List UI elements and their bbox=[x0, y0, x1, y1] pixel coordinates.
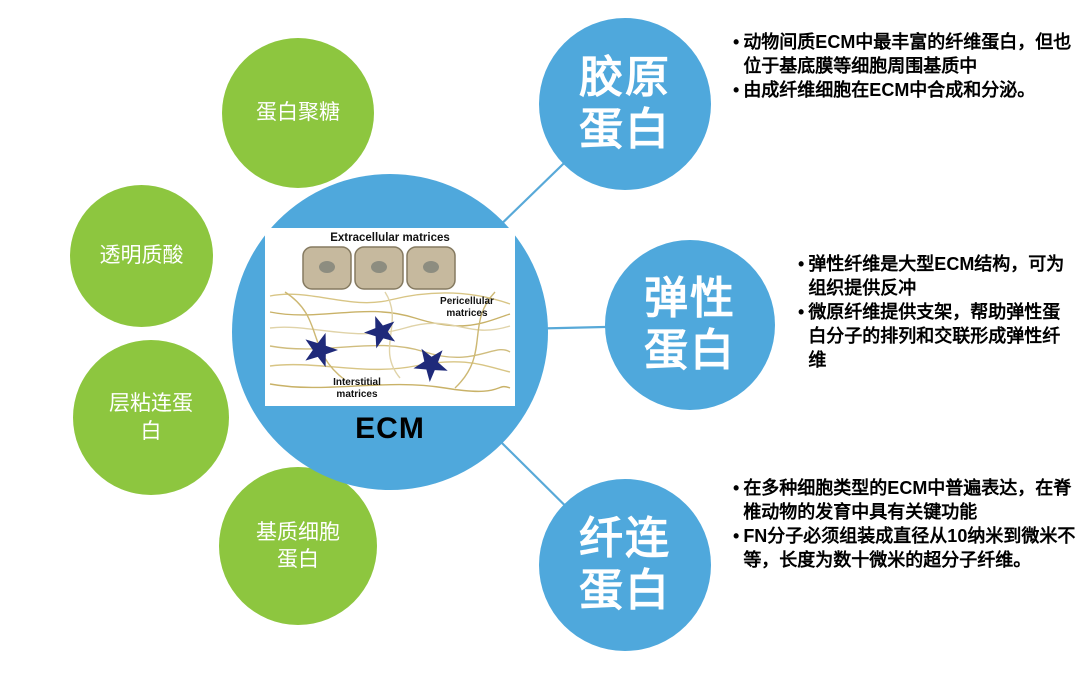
node-matricellular-protein-label: 基质细胞 蛋白 bbox=[256, 520, 340, 571]
collagen-note-1: • 动物间质ECM中最丰富的纤维蛋白，但也位于基底膜等细胞周围基质中 bbox=[733, 30, 1075, 78]
node-laminin-label: 层粘连蛋 白 bbox=[109, 392, 193, 443]
illustration-title: Extracellular matrices bbox=[330, 232, 450, 244]
fibronectin-note-1-text: 在多种细胞类型的ECM中普遍表达，在脊椎动物的发育中具有关键功能 bbox=[743, 478, 1072, 523]
node-hyaluronic-acid-label: 透明质酸 bbox=[99, 244, 184, 268]
bullet-icon: • bbox=[733, 80, 740, 101]
elastin-note-1-text: 弹性纤维是大型ECM结构，可为组织提供反冲 bbox=[808, 254, 1065, 299]
elastin-note-2-text: 微原纤维提供支架，帮助弹性蛋白分子的排列和交联形成弹性纤维 bbox=[808, 302, 1061, 371]
node-fibronectin-label: 纤连 蛋白 bbox=[579, 514, 671, 615]
fibronectin-note-2: • FN分子必须组装成直径从10纳米到微米不等，长度为数十微米的超分子纤维。 bbox=[733, 524, 1079, 572]
bullet-icon: • bbox=[798, 254, 805, 274]
epithelial-cells bbox=[302, 246, 456, 290]
fibronectin-notes: • 在多种细胞类型的ECM中普遍表达，在脊椎动物的发育中具有关键功能 • FN分… bbox=[733, 476, 1079, 572]
label-pericellular-line2: matrices bbox=[446, 308, 488, 319]
collagen-note-2-text: 由成纤维细胞在ECM中合成和分泌。 bbox=[743, 80, 1036, 101]
bullet-icon: • bbox=[733, 526, 740, 547]
fibronectin-note-2-text: FN分子必须组装成直径从10纳米到微米不等，长度为数十微米的超分子纤维。 bbox=[743, 526, 1076, 571]
cell-nucleus bbox=[423, 261, 439, 273]
bullet-icon: • bbox=[733, 478, 740, 498]
label-interstitial-line1: Interstitial bbox=[333, 377, 381, 388]
ecm-center-label: ECM bbox=[355, 412, 425, 445]
fibroblast-cells bbox=[305, 316, 448, 382]
node-proteoglycan: 蛋白聚糖 bbox=[222, 38, 374, 188]
bullet-icon: • bbox=[733, 32, 740, 52]
label-pericellular-line1: Pericellular bbox=[440, 296, 494, 307]
label-interstitial-line2: matrices bbox=[336, 389, 378, 400]
collagen-note-1-text: 动物间质ECM中最丰富的纤维蛋白，但也位于基底膜等细胞周围基质中 bbox=[743, 32, 1072, 77]
collagen-notes: • 动物间质ECM中最丰富的纤维蛋白，但也位于基底膜等细胞周围基质中 • 由成纤… bbox=[733, 30, 1075, 102]
node-collagen-label: 胶原 蛋白 bbox=[579, 53, 671, 154]
node-fibronectin: 纤连 蛋白 bbox=[539, 479, 711, 651]
bullet-icon: • bbox=[798, 302, 805, 323]
node-proteoglycan-label: 蛋白聚糖 bbox=[256, 101, 340, 125]
fibronectin-note-1: • 在多种细胞类型的ECM中普遍表达，在脊椎动物的发育中具有关键功能 bbox=[733, 476, 1079, 524]
elastin-note-2: • 微原纤维提供支架，帮助弹性蛋白分子的排列和交联形成弹性纤维 bbox=[798, 300, 1078, 372]
cell-nucleus bbox=[371, 261, 387, 273]
collagen-note-2: • 由成纤维细胞在ECM中合成和分泌。 bbox=[733, 78, 1075, 102]
node-collagen: 胶原 蛋白 bbox=[539, 18, 711, 190]
cell-nucleus bbox=[319, 261, 335, 273]
node-hyaluronic-acid: 透明质酸 bbox=[70, 185, 213, 327]
elastin-note-1: • 弹性纤维是大型ECM结构，可为组织提供反冲 bbox=[798, 252, 1078, 300]
node-laminin: 层粘连蛋 白 bbox=[73, 340, 229, 495]
node-ecm-center: Extracellular matrices bbox=[232, 174, 548, 490]
ecm-illustration: Extracellular matrices bbox=[265, 228, 515, 406]
elastin-notes: • 弹性纤维是大型ECM结构，可为组织提供反冲 • 微原纤维提供支架，帮助弹性蛋… bbox=[798, 252, 1078, 373]
node-elastin-label: 弹性 蛋白 bbox=[644, 274, 736, 375]
node-matricellular-protein: 基质细胞 蛋白 bbox=[219, 467, 377, 625]
node-elastin: 弹性 蛋白 bbox=[605, 240, 775, 410]
